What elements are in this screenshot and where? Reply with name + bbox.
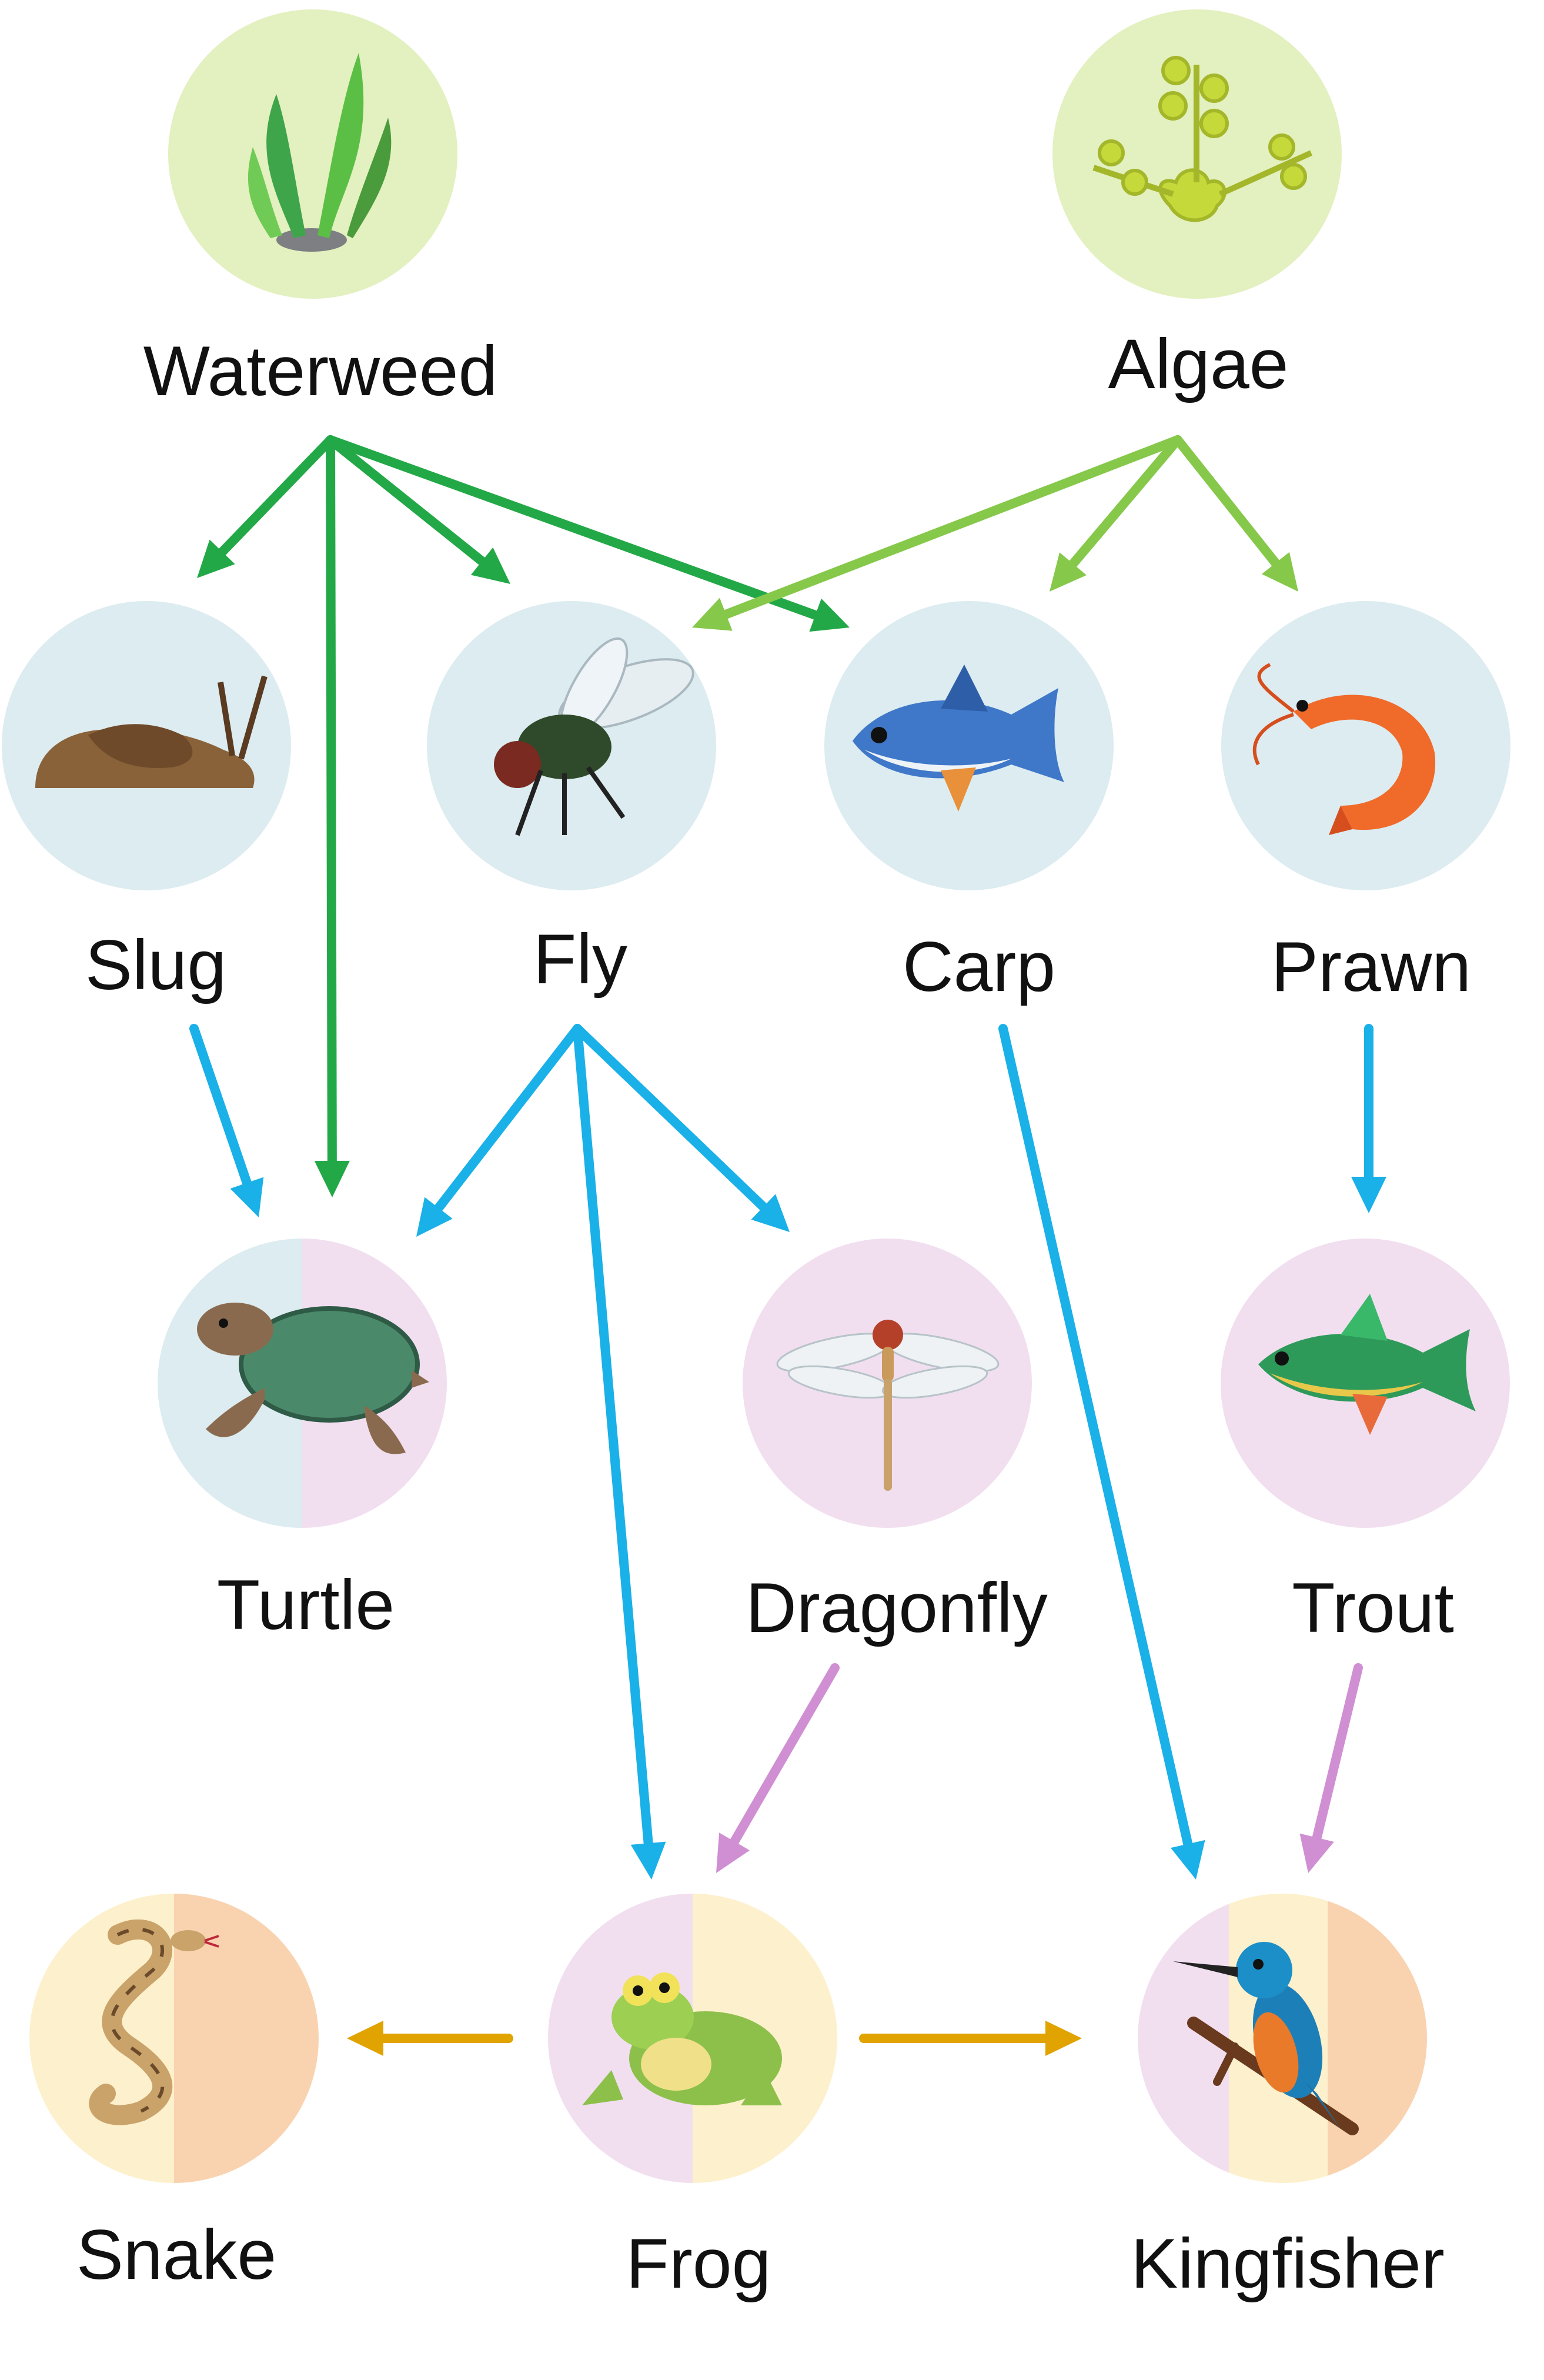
- fly-icon: [494, 637, 694, 836]
- node-trout: Trout: [1221, 1239, 1510, 1647]
- arrow-trout-to-kingfisher: [1299, 1663, 1363, 1873]
- organism-label: Fly: [533, 920, 627, 999]
- arrow-carp-to-kingfisher: [998, 1024, 1205, 1880]
- node-prawn: Prawn: [1221, 601, 1510, 1006]
- arrow-waterweed-to-fly: [326, 435, 510, 584]
- carp-fish-icon: [853, 665, 1064, 812]
- organism-label: Prawn: [1271, 927, 1471, 1006]
- node-snake: Snake: [29, 1894, 319, 2294]
- organism-label: Waterweed: [143, 332, 497, 410]
- slug-icon: [35, 675, 268, 788]
- frog-icon: [582, 1972, 782, 2105]
- arrow-algae-to-fly: [692, 435, 1182, 631]
- node-dragonfly: Dragonfly: [743, 1239, 1048, 1647]
- organism-label: Algae: [1108, 325, 1289, 403]
- node-frog: Frog: [548, 1894, 837, 2303]
- arrow-prawn-to-trout: [1351, 1024, 1386, 1213]
- algae-icon: [1092, 56, 1313, 222]
- node-carp: Carp: [824, 601, 1114, 1006]
- arrow-algae-to-carp: [1050, 435, 1182, 592]
- node-fly: Fly: [427, 601, 716, 999]
- arrow-waterweed-to-carp: [326, 435, 850, 632]
- feeding-arrows: [189, 435, 1386, 2056]
- turtle-icon: [197, 1303, 429, 1454]
- kingfisher-bird-icon: [1173, 1942, 1359, 2135]
- organism-label: Kingfisher: [1131, 2224, 1445, 2303]
- organism-label: Carp: [903, 927, 1055, 1006]
- prawn-icon: [1252, 663, 1436, 835]
- node-slug: Slug: [2, 601, 291, 1004]
- arrow-slug-to-turtle: [189, 1024, 264, 1217]
- organism-label: Dragonfly: [746, 1568, 1048, 1647]
- waterweed-icon: [248, 53, 392, 252]
- arrow-dragonfly-to-frog: [716, 1663, 840, 1873]
- node-waterweed: Waterweed: [143, 9, 497, 410]
- organism-label: Slug: [85, 926, 226, 1004]
- node-algae: Algae: [1052, 9, 1342, 403]
- organism-label: Snake: [76, 2215, 276, 2294]
- arrow-waterweed-to-turtle: [314, 435, 350, 1197]
- dragonfly-icon: [776, 1320, 1000, 1491]
- arrow-algae-to-prawn: [1173, 435, 1298, 592]
- organism-label: Trout: [1292, 1568, 1454, 1647]
- arrow-fly-to-frog: [573, 1024, 666, 1880]
- node-turtle: Turtle: [158, 1239, 447, 1644]
- arrow-frog-to-snake: [347, 2021, 513, 2056]
- arrow-frog-to-kingfisher: [859, 2021, 1082, 2056]
- arrow-waterweed-to-slug: [197, 435, 335, 578]
- arrow-fly-to-turtle: [416, 1024, 582, 1237]
- node-kingfisher: Kingfisher: [1131, 1894, 1445, 2303]
- trout-fish-icon: [1258, 1294, 1476, 1435]
- organism-label: Turtle: [217, 1565, 395, 1644]
- organism-label: Frog: [626, 2224, 771, 2303]
- snake-icon: [89, 1919, 219, 2125]
- arrow-fly-to-dragonfly: [573, 1024, 790, 1232]
